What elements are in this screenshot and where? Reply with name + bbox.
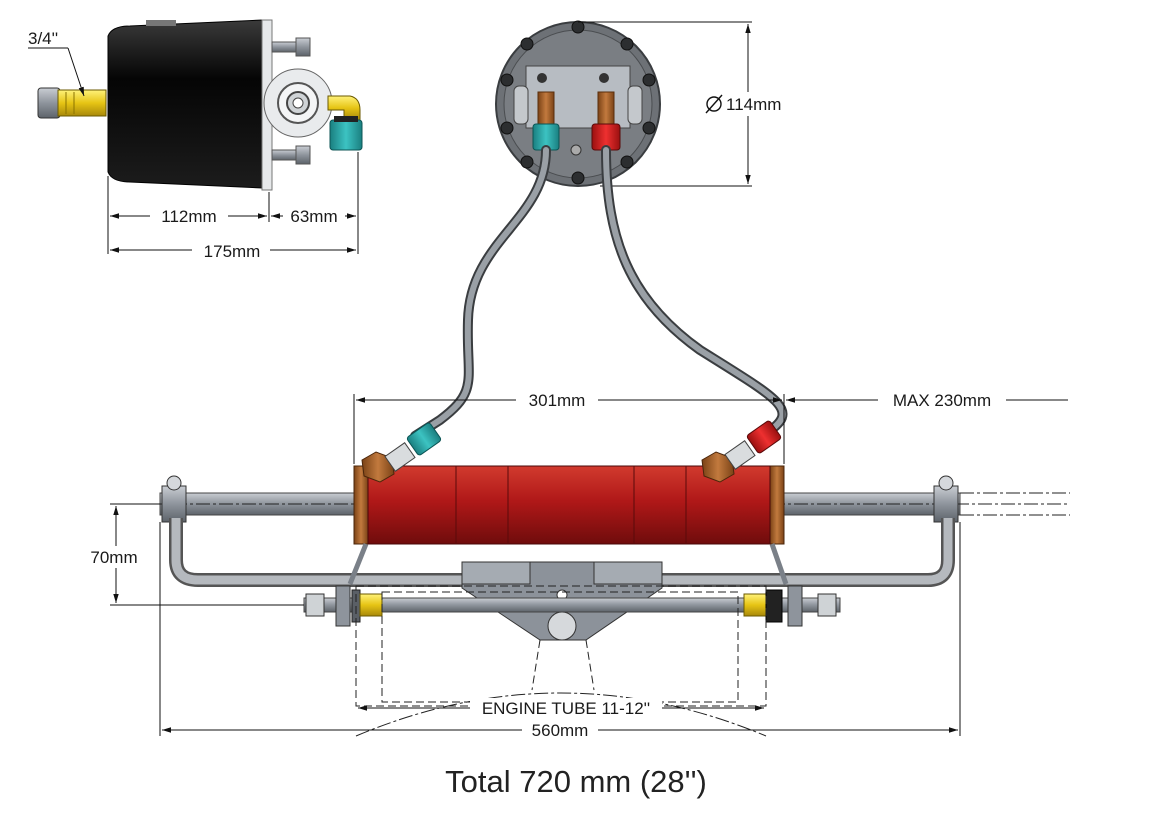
dim-pump-total-length: 175mm bbox=[204, 242, 261, 261]
teal-fitting-side bbox=[329, 119, 363, 151]
bronze-end-cap-left bbox=[353, 465, 369, 545]
dim-engine-tube: ENGINE TUBE 11-12'' bbox=[482, 699, 650, 718]
dim-pump-body-length: 112mm bbox=[161, 207, 216, 226]
shaft-size-label: 3/4'' bbox=[28, 29, 58, 48]
shaft-nut bbox=[37, 87, 61, 119]
hydraulic-hoses bbox=[410, 145, 788, 441]
pump-body bbox=[107, 19, 263, 189]
yellow-shaft bbox=[57, 89, 107, 117]
dim-cylinder-length: 301mm bbox=[529, 391, 586, 410]
diameter-symbol-icon bbox=[706, 96, 722, 112]
bronze-end-cap-right bbox=[769, 465, 785, 545]
dim-height: 70mm bbox=[90, 548, 137, 567]
cylinder-assembly bbox=[150, 420, 1070, 737]
right-cylinder-fitting bbox=[701, 420, 782, 483]
dim-total-span: 560mm bbox=[532, 721, 589, 740]
total-length-caption: Total 720 mm (28'') bbox=[445, 764, 707, 799]
dim-max-stroke: MAX 230mm bbox=[893, 391, 991, 410]
red-cylinder bbox=[367, 465, 771, 545]
dim-fitting-length: 63mm bbox=[290, 207, 337, 226]
dim-pump-diameter: 114mm bbox=[726, 95, 781, 114]
cylinder-dimensions: 301mm MAX 230mm 70mm ENGINE TUBE 11-12''… bbox=[80, 390, 1068, 740]
pump-side-view: 3/4'' 112mm 63mm 175mm bbox=[28, 19, 363, 261]
pump-front-view: 114mm bbox=[495, 20, 800, 187]
left-cylinder-fitting bbox=[361, 422, 442, 483]
